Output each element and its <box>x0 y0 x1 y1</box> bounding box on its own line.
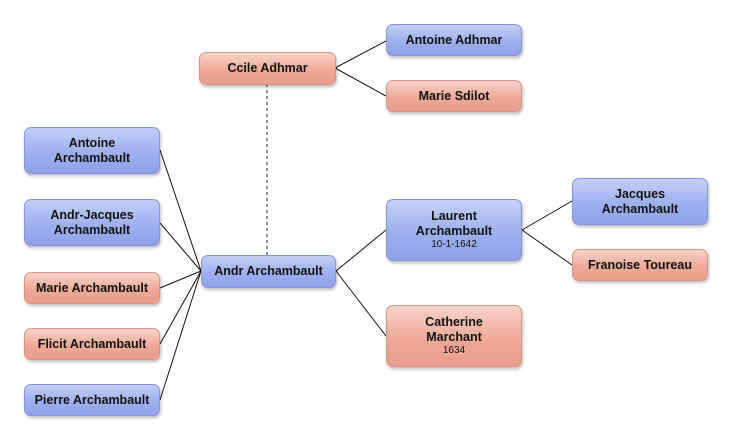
person-name: Franoise Toureau <box>588 257 692 272</box>
connector-cecile-antoine-adhemar <box>334 40 387 69</box>
birth-date: 10-1-1642 <box>431 239 477 250</box>
connector-cecile-marie-sedilot <box>334 67 387 97</box>
node-jacques-archambault[interactable]: Jacques Archambault <box>572 178 708 225</box>
person-name: Marie Archambault <box>35 280 149 295</box>
connector-andre-antoine <box>159 149 202 272</box>
connector-andre-marie <box>159 270 202 289</box>
node-pierre-archambault[interactable]: Pierre Archambault <box>24 384 160 416</box>
person-name: Ccile Adhmar <box>227 61 308 75</box>
node-antoine-adhemar[interactable]: Antoine Adhmar <box>386 24 522 56</box>
connector-andre-andre-jacques <box>159 222 202 272</box>
person-name: Andr-Jacques Archambault <box>50 207 134 237</box>
node-andre-jacques-archambault[interactable]: Andr-Jacques Archambault <box>24 199 160 246</box>
connector-andre-felicite <box>159 270 202 345</box>
connector-laurent-francoise <box>521 229 573 266</box>
node-laurent-archambault[interactable]: Laurent Archambault 10-1-1642 <box>386 199 522 261</box>
node-andre-archambault[interactable]: Andr Archambault <box>201 255 336 288</box>
person-name: Catherine Marchant <box>425 315 483 344</box>
node-francoise-toureau[interactable]: Franoise Toureau <box>572 249 708 281</box>
person-name: Antoine Adhmar <box>405 32 503 47</box>
birth-date: 1634 <box>442 345 466 356</box>
connector-laurent-jacques <box>521 200 573 231</box>
node-marie-sedilot[interactable]: Marie Sdilot <box>386 80 522 112</box>
person-name: Flicit Archambault <box>37 336 147 351</box>
node-catherine-marchant[interactable]: Catherine Marchant 1634 <box>386 305 522 367</box>
person-name: Pierre Archambault <box>34 392 150 407</box>
person-name: Laurent Archambault <box>415 209 493 238</box>
node-antoine-archambault[interactable]: Antoine Archambault <box>24 127 160 174</box>
connector-andre-catherine <box>335 270 387 337</box>
person-name: Andr Archambault <box>214 264 323 278</box>
node-marie-archambault[interactable]: Marie Archambault <box>24 272 160 304</box>
connector-andre-pierre <box>159 270 202 401</box>
connector-andre-laurent <box>335 229 387 272</box>
person-name: Antoine Archambault <box>53 135 131 165</box>
node-cecile-adhemar[interactable]: Ccile Adhmar <box>199 52 336 85</box>
person-name: Marie Sdilot <box>418 88 490 103</box>
person-name: Jacques Archambault <box>601 186 679 216</box>
node-felicite-archambault[interactable]: Flicit Archambault <box>24 328 160 360</box>
